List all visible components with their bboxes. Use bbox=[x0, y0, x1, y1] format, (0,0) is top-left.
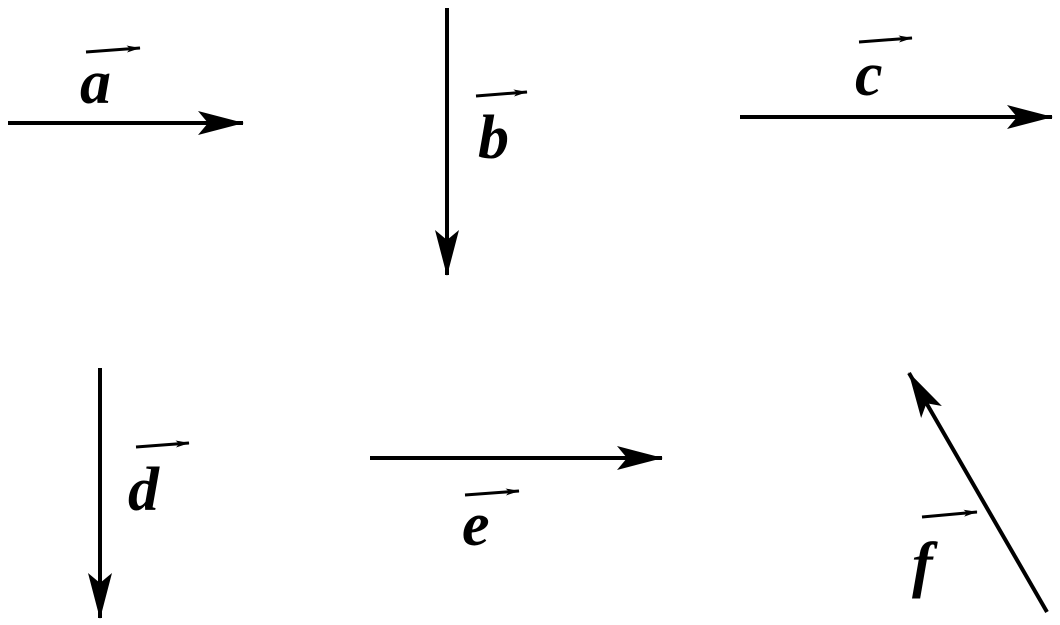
vector-c-label-arrow bbox=[858, 35, 913, 44]
vector-c-label: c bbox=[855, 41, 883, 109]
vector-a: a bbox=[8, 45, 244, 135]
vector-a-label: a bbox=[80, 49, 111, 117]
vector-f: f bbox=[907, 371, 1049, 614]
vector-d-label-arrow bbox=[135, 440, 190, 449]
vector-e-label-arrow bbox=[464, 488, 520, 497]
vector-d-label: d bbox=[128, 456, 160, 524]
vector-f-arrow bbox=[907, 371, 1049, 614]
vector-e: e bbox=[370, 446, 663, 559]
vector-d: d bbox=[88, 368, 190, 619]
vector-b-label: b bbox=[478, 104, 509, 172]
vector-f-label: f bbox=[912, 531, 938, 599]
vector-c: c bbox=[740, 35, 1053, 129]
vector-a-label-arrow bbox=[85, 45, 141, 54]
vector-b-label-arrow bbox=[475, 89, 528, 98]
vector-b: b bbox=[435, 8, 528, 276]
vector-e-label: e bbox=[462, 491, 490, 559]
vector-f-label-arrow bbox=[921, 509, 978, 519]
